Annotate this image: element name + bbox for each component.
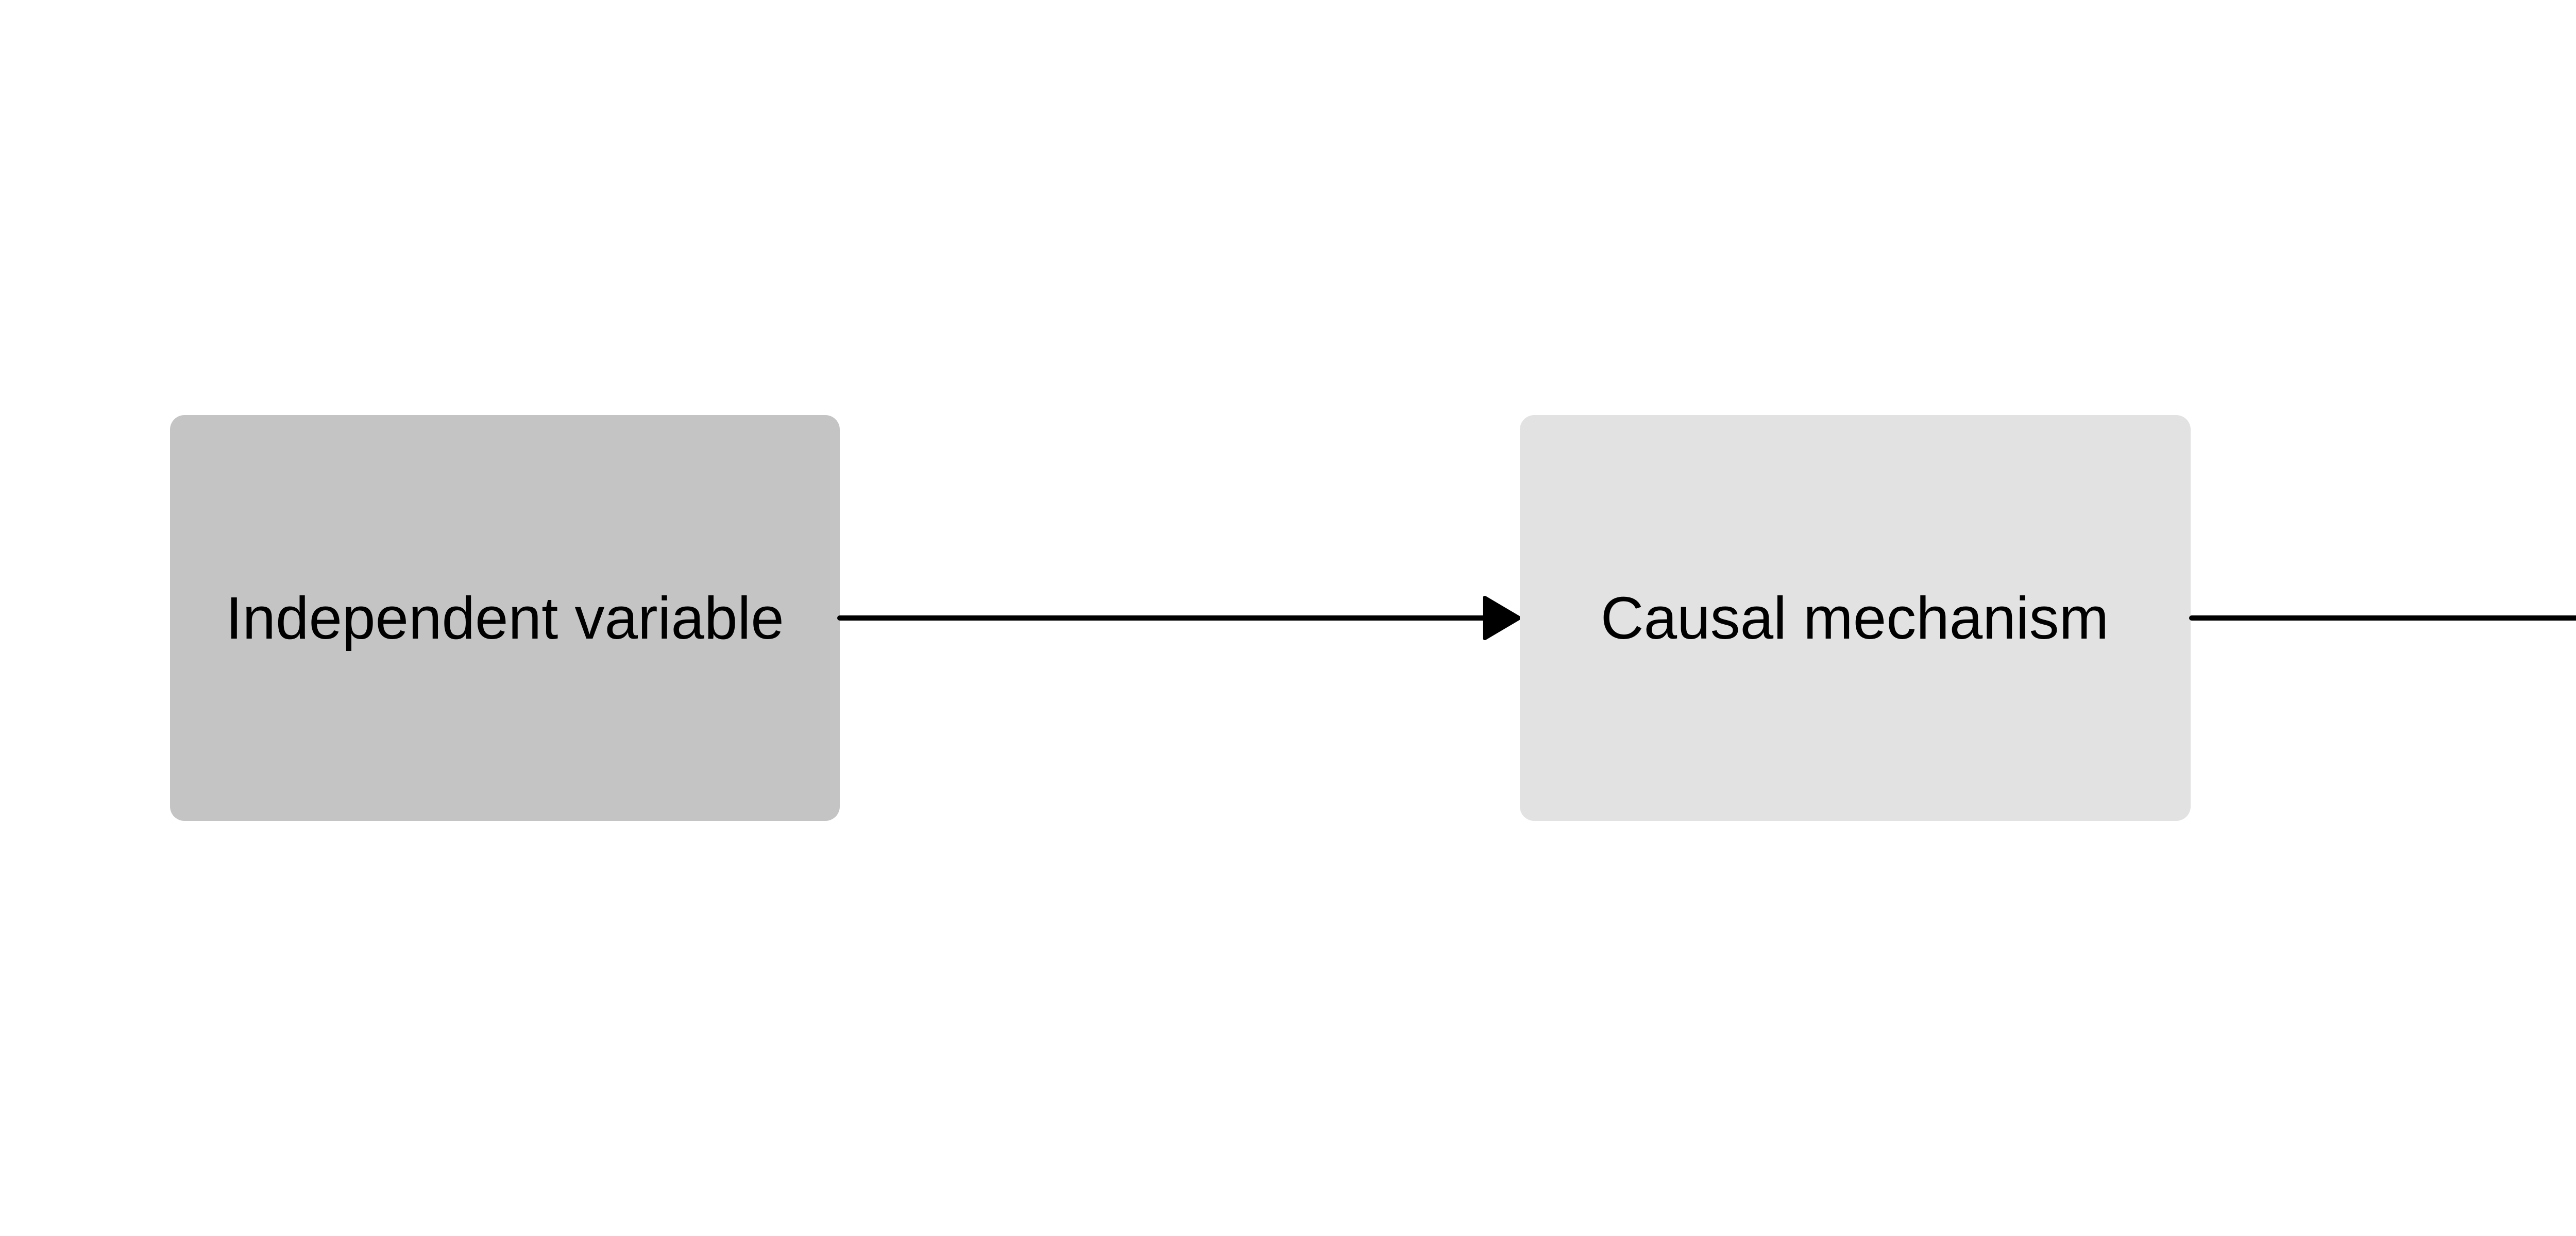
node-causal-mechanism-label: Causal mechanism <box>1601 585 2109 651</box>
node-independent-variable <box>170 415 840 821</box>
arrowhead-icon <box>1483 596 1521 640</box>
node-independent-variable-label: Independent variable <box>226 585 784 651</box>
node-causal-mechanism <box>1520 415 2191 821</box>
